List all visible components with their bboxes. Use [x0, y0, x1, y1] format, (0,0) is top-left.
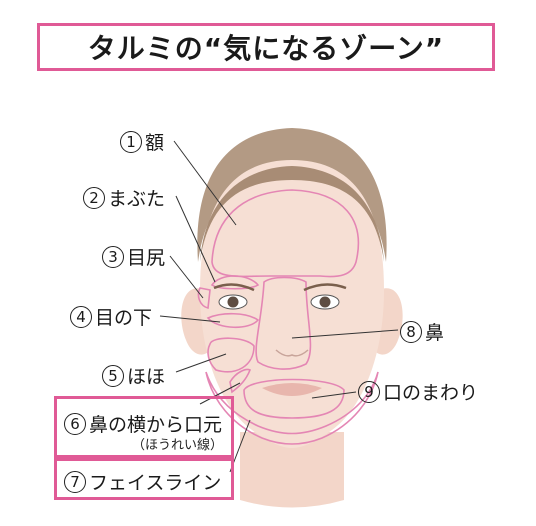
number-badge: 1	[120, 130, 142, 153]
label-forehead: 1 額	[120, 128, 164, 155]
label-nose: 8 鼻	[400, 318, 444, 345]
leader-9	[311, 391, 357, 399]
zone-label: フェイスライン	[89, 472, 222, 494]
number-badge: 3	[102, 245, 124, 268]
leader-8	[291, 329, 399, 339]
leader-1	[173, 140, 237, 226]
hair	[197, 128, 387, 262]
zone-nose	[255, 276, 312, 370]
lips	[262, 383, 322, 396]
leader-4	[159, 315, 221, 323]
label-eye-corner: 3 目尻	[102, 243, 165, 270]
zone-label: まぶた	[108, 188, 166, 210]
number-badge: 5	[102, 364, 124, 387]
neck	[240, 432, 344, 508]
zone-label: 鼻の横から口元	[89, 414, 223, 436]
number-badge: 8	[400, 320, 422, 343]
zone-label: ほほ	[127, 366, 166, 388]
zone-outlines	[197, 189, 379, 445]
leader-3	[169, 255, 204, 299]
number-badge: 2	[83, 186, 105, 209]
zone-label: 額	[145, 132, 165, 154]
number-badge: 4	[70, 305, 92, 328]
zone-mouth	[243, 378, 345, 419]
label-cheek: 5 ほほ	[102, 362, 165, 389]
zone-label: 目尻	[127, 247, 166, 269]
left-eye	[213, 283, 255, 310]
zone-label: 目の下	[95, 307, 153, 329]
zone-label: 口のまわり	[383, 382, 479, 404]
title: タルミの“気になるゾーン”	[87, 32, 445, 65]
label-under-eye: 4 目の下	[70, 303, 152, 330]
leader-2	[175, 195, 216, 283]
number-badge: 6	[64, 412, 86, 435]
zone-eyelid	[210, 275, 260, 290]
nose-shadow	[275, 349, 309, 357]
title-box: タルミの“気になるゾーン”	[37, 23, 495, 71]
zone-faceline	[205, 371, 379, 445]
highlight-box-6	[54, 396, 234, 458]
zone-cheek	[207, 337, 255, 373]
sublabel-nasolabial: （ほうれい線）	[132, 438, 224, 453]
highlight-box-7	[54, 458, 234, 500]
right-eye	[303, 283, 347, 310]
leader-6	[199, 382, 241, 405]
leader-5	[175, 353, 227, 373]
face	[200, 160, 384, 448]
number-badge: 9	[358, 380, 380, 403]
label-mouth: 9 口のまわり	[358, 378, 478, 405]
label-faceline: 7 フェイスライン	[64, 468, 221, 495]
zone-eye-corner	[197, 287, 211, 309]
label-eyelid: 2 まぶた	[83, 184, 165, 211]
label-nasolabial: 6 鼻の横から口元	[64, 410, 222, 437]
zone-under-eye	[206, 312, 260, 329]
zone-label: 鼻	[425, 322, 445, 344]
zone-forehead	[211, 189, 360, 278]
zone-nasolabial	[229, 368, 252, 394]
number-badge: 7	[64, 470, 86, 493]
